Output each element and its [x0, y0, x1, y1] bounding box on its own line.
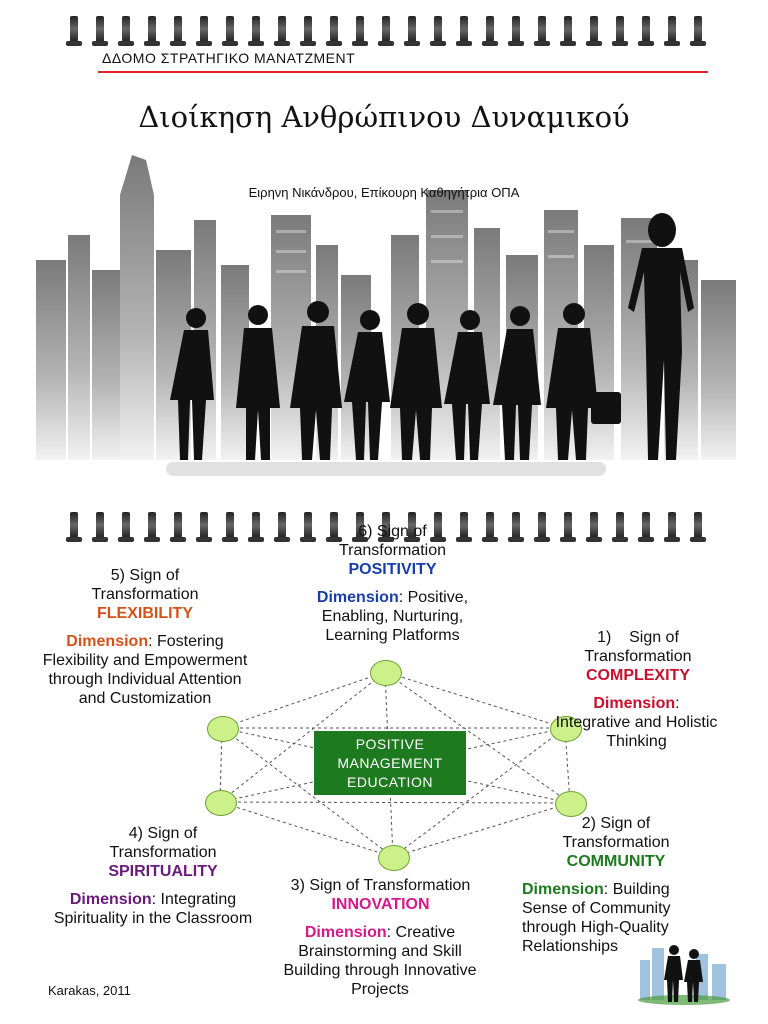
binder-rings-top: [60, 16, 720, 46]
network-node-community: [555, 791, 587, 817]
keyword-innovation: INNOVATION: [331, 896, 430, 913]
business-people-skyline-illustration: [36, 155, 736, 476]
header-divider: [98, 71, 708, 73]
citation: Karakas, 2011: [48, 983, 131, 998]
keyword-positivity: POSITIVITY: [348, 561, 437, 578]
sign-community: 2) Sign of Transformation COMMUNITY Dime…: [518, 814, 714, 956]
sign-spirituality: 4) Sign of Transformation SPIRITUALITY D…: [48, 824, 278, 928]
center-line-2: MANAGEMENT: [337, 754, 443, 771]
network-node-positivity: [370, 660, 402, 686]
course-label: ΔΔΟΜΟ ΣΤΡΑΤΗΓΙΚΟ ΜΑΝΑΤΖΜΕΝΤ: [102, 50, 356, 66]
small-business-figures-illustration: [638, 945, 730, 1005]
center-line-3: EDUCATION: [347, 773, 433, 790]
sign-innovation: 3) Sign of Transformation INNOVATION Dim…: [268, 876, 493, 999]
sign-flexibility: 5) Sign of Transformation FLEXIBILITY Di…: [40, 566, 250, 708]
people-silhouettes: [170, 213, 694, 460]
binder-rings-middle: [60, 512, 720, 542]
network-node-complexity: [550, 716, 582, 742]
keyword-community: COMMUNITY: [566, 853, 666, 870]
sign-complexity: 1) Sign of Transformation COMPLEXITY Dim…: [548, 628, 728, 751]
keyword-complexity: COMPLEXITY: [585, 667, 690, 684]
sign-positivity: 6) Sign of Transformation POSITIVITY Dim…: [295, 522, 490, 645]
page-title: Διοίκηση Ανθρώπινου Δυναμικού: [138, 100, 630, 134]
keyword-spirituality: SPIRITUALITY: [108, 863, 218, 880]
network-node-spirituality: [205, 790, 237, 816]
network-node-innovation: [378, 845, 410, 871]
network-node-flexibility: [207, 716, 239, 742]
center-line-1: POSITIVE: [355, 735, 425, 752]
center-concept-box: POSITIVE MANAGEMENT EDUCATION: [314, 731, 466, 795]
author-line: Ειρηνη Νικάνδρου, Επίκουρη Καθηγήτρια ΟΠ…: [248, 185, 520, 200]
keyword-flexibility: FLEXIBILITY: [97, 605, 193, 622]
